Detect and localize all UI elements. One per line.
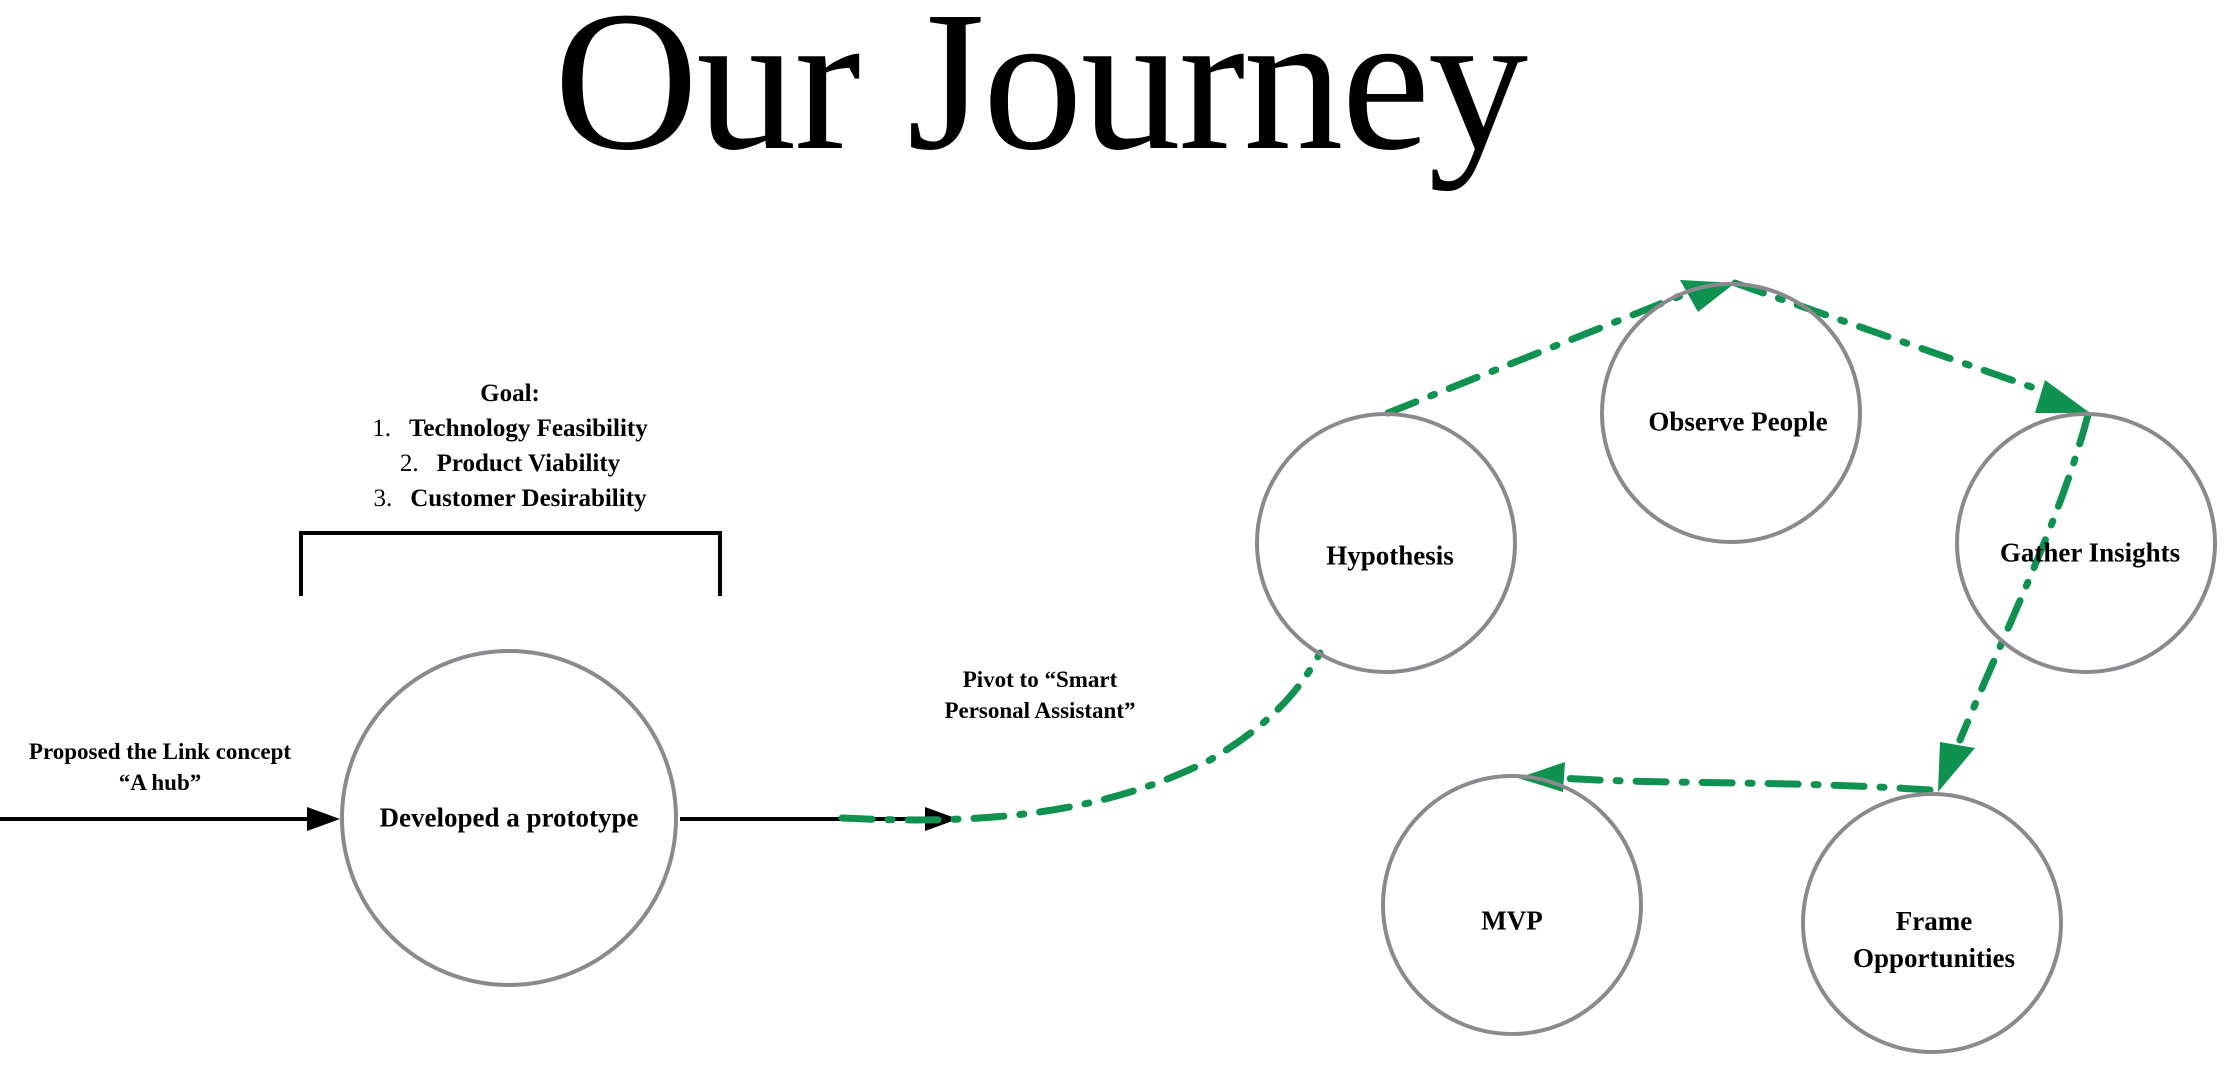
node-prototype-label: Developed a prototype: [379, 802, 639, 833]
goal-item-text: Product Viability: [436, 450, 621, 477]
proposed-label-line2: “A hub”: [118, 770, 202, 795]
pivot-label-line1: Pivot to “Smart: [962, 667, 1118, 692]
node-observe-label: Observe People: [1648, 406, 1828, 437]
goal-list: 1. Technology Feasibility 2. Product Viabi…: [300, 411, 720, 516]
goal-item-number: 1.: [372, 415, 392, 442]
node-prototype-circle: [340, 649, 678, 987]
node-gather-circle: [1955, 412, 2217, 674]
arrowhead-gather: [2035, 380, 2090, 413]
path-observe-to-gather: [1731, 279, 2044, 394]
path-hypothesis-to-observe: [1384, 288, 1694, 417]
node-mvp-label: MVP: [1481, 905, 1543, 936]
node-observe-circle: [1600, 282, 1862, 544]
node-frame-label-line2: Opportunities: [1852, 943, 2016, 973]
goal-item-text: Technology Feasibility: [409, 415, 648, 442]
incoming-arrowhead: [307, 807, 340, 831]
goal-item: 1. Technology Feasibility: [300, 411, 720, 446]
arrowhead-frame: [1938, 742, 1975, 792]
node-frame-circle: [1801, 792, 2063, 1054]
goal-block: Goal: 1. Technology Feasibility 2. Product…: [300, 376, 720, 516]
node-mvp-circle: [1381, 774, 1643, 1036]
goal-heading: Goal:: [480, 380, 540, 407]
path-gather-to-frame: [1956, 411, 2092, 744]
goal-item-number: 2.: [399, 450, 419, 477]
goal-item: 3. Customer Desirability: [300, 481, 720, 516]
pivot-label: Pivot to “Smart Personal Assistant”: [900, 664, 1180, 726]
goal-bracket: [299, 531, 722, 596]
page-title: Our Journey: [553, 0, 1528, 192]
pivot-path: [838, 649, 1324, 824]
node-hypothesis-label: Hypothesis: [1326, 540, 1454, 571]
goal-item: 2. Product Viability: [300, 446, 720, 481]
node-frame-label-line1: Frame: [1895, 906, 1973, 936]
pivot-label-line2: Personal Assistant”: [944, 698, 1136, 723]
node-hypothesis-circle: [1255, 412, 1517, 674]
path-frame-to-mvp: [1556, 774, 1934, 794]
proposed-label-line1: Proposed the Link concept: [28, 739, 292, 764]
node-frame-label: Frame Opportunities: [1809, 903, 2059, 977]
goal-item-text: Customer Desirability: [410, 485, 647, 512]
proposed-label: Proposed the Link concept “A hub”: [0, 736, 320, 798]
node-gather-label: Gather Insights: [1999, 537, 2181, 568]
goal-item-number: 3.: [373, 485, 393, 512]
